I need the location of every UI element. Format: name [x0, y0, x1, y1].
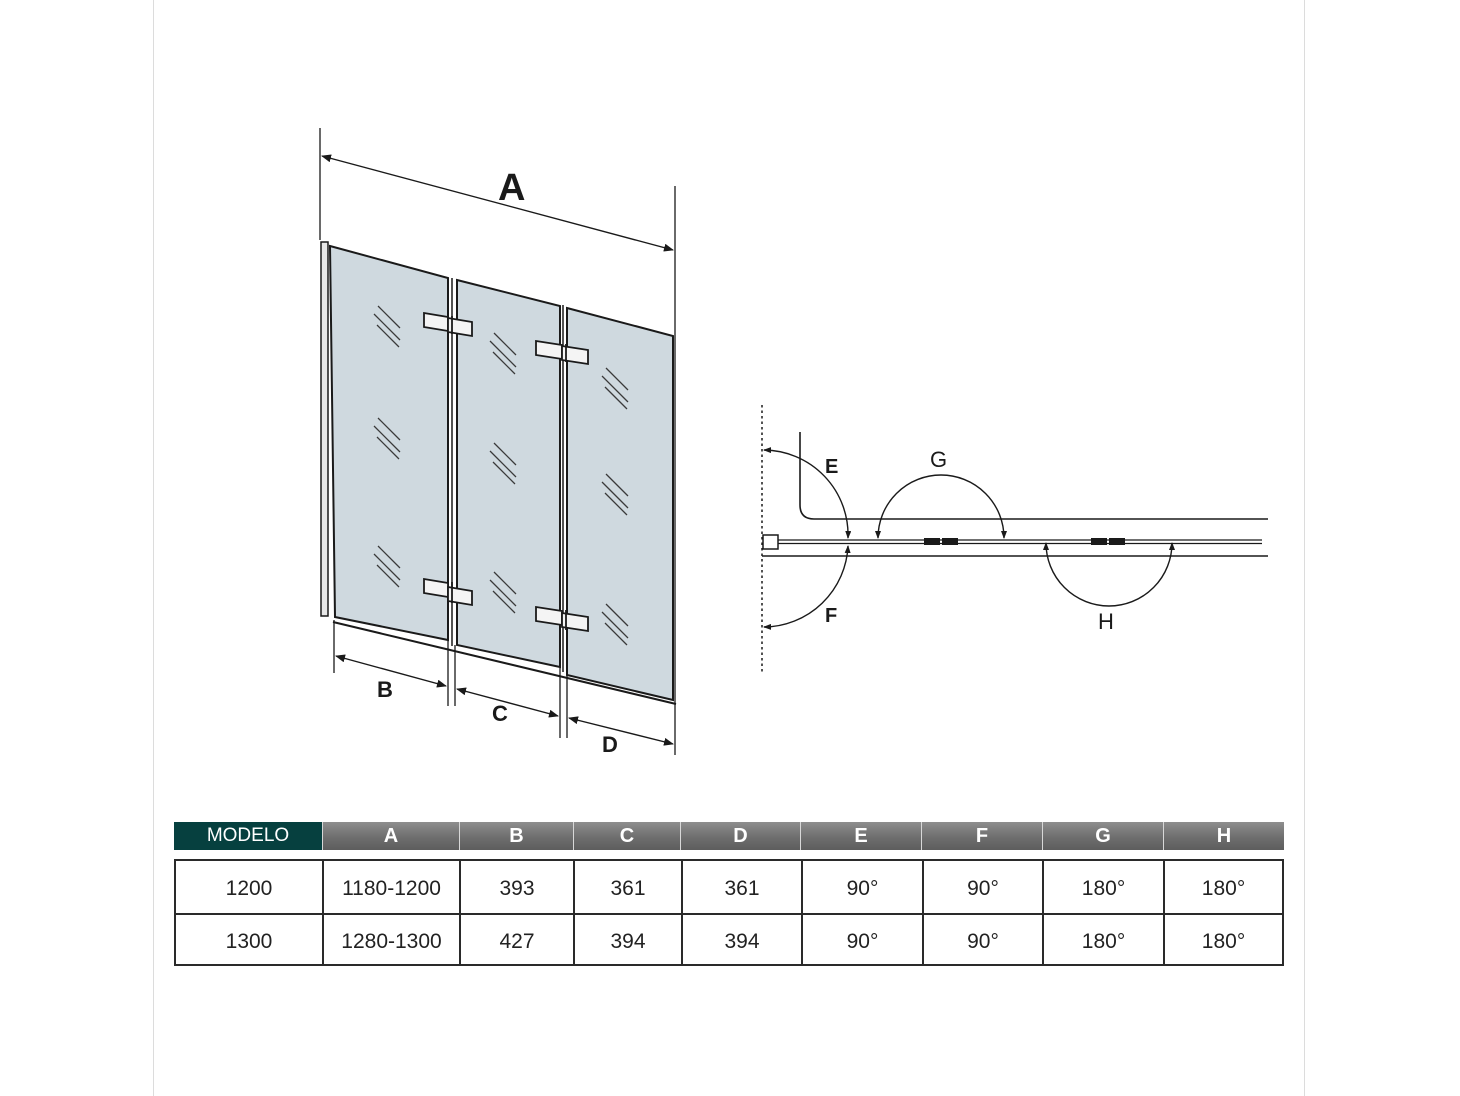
cell-d: 394 — [683, 914, 803, 966]
bath-rim — [799, 432, 1268, 520]
label-e: E — [825, 456, 838, 478]
arc-h — [1043, 542, 1175, 607]
cell-h: 180° — [1201, 877, 1246, 900]
hinge-top-2 — [535, 339, 589, 366]
table-body: 1200 1180-1200 393 361 361 90° 90° 180° … — [174, 859, 1284, 966]
arc-e — [763, 447, 852, 539]
header-c: C — [574, 822, 681, 850]
cell-d: 361 — [683, 861, 803, 913]
cell-f: 90° — [924, 861, 1044, 913]
arc-g — [875, 474, 1007, 539]
label-b: B — [377, 677, 393, 702]
header-d: D — [681, 822, 801, 850]
wall-profile — [320, 241, 329, 617]
cell-c: 361 — [575, 861, 683, 913]
dim-line-c — [456, 687, 559, 718]
front-view: A B C D — [319, 128, 677, 757]
plan-wall-profile — [762, 534, 779, 550]
header-h: H — [1164, 822, 1284, 850]
cell-a: 1180-1200 — [324, 861, 461, 913]
table-row: 1300 1280-1300 427 394 394 90° 90° 180° … — [176, 914, 1282, 966]
header-modelo: MODELO — [174, 822, 323, 850]
arc-f — [763, 545, 851, 630]
cell-f: 90° — [924, 914, 1044, 966]
table-header-row: MODELO A B C D E F G H — [174, 822, 1284, 850]
header-g: G — [1043, 822, 1164, 850]
cell-h: 180° — [1201, 930, 1246, 953]
cell-b: 427 — [461, 914, 575, 966]
dim-line-a — [321, 154, 674, 252]
header-b: B — [460, 822, 574, 850]
table-row: 1200 1180-1200 393 361 361 90° 90° 180° … — [176, 861, 1282, 915]
cell-a: 1280-1300 — [324, 914, 461, 966]
hinges — [423, 311, 589, 633]
label-c: C — [492, 701, 508, 726]
header-f: F — [922, 822, 1043, 850]
dim-line-d — [568, 716, 674, 746]
spec-table: MODELO A B C D E F G H 1200 1180-1200 39… — [174, 822, 1284, 967]
cell-g: 180° — [1044, 861, 1165, 913]
cell-e: 90° — [803, 861, 924, 913]
cell-modelo: 1300 — [176, 914, 324, 966]
plan-view: E F G H — [761, 405, 1268, 673]
cell-c: 394 — [575, 914, 683, 966]
glass-hatch-marks — [373, 305, 629, 646]
right-border-line — [1304, 0, 1305, 1096]
hinge-bottom-2 — [535, 605, 589, 633]
label-f: F — [825, 605, 837, 627]
cell-modelo: 1200 — [176, 861, 324, 913]
dim-line-b — [335, 654, 447, 688]
cell-g: 180° — [1044, 914, 1165, 966]
label-g: G — [930, 447, 947, 472]
glass-panel-3 — [566, 306, 674, 702]
hinge-top-1 — [423, 311, 473, 338]
label-d: D — [602, 732, 618, 757]
shower-screen-diagram: A B C D E F G H — [319, 128, 1268, 757]
cell-e: 90° — [803, 914, 924, 966]
left-border-line — [153, 0, 154, 1096]
hinge-bottom-1 — [423, 577, 473, 607]
label-a: A — [498, 167, 525, 209]
label-h: H — [1098, 609, 1114, 634]
header-e: E — [801, 822, 922, 850]
cell-b: 393 — [461, 861, 575, 913]
header-a: A — [323, 822, 460, 850]
